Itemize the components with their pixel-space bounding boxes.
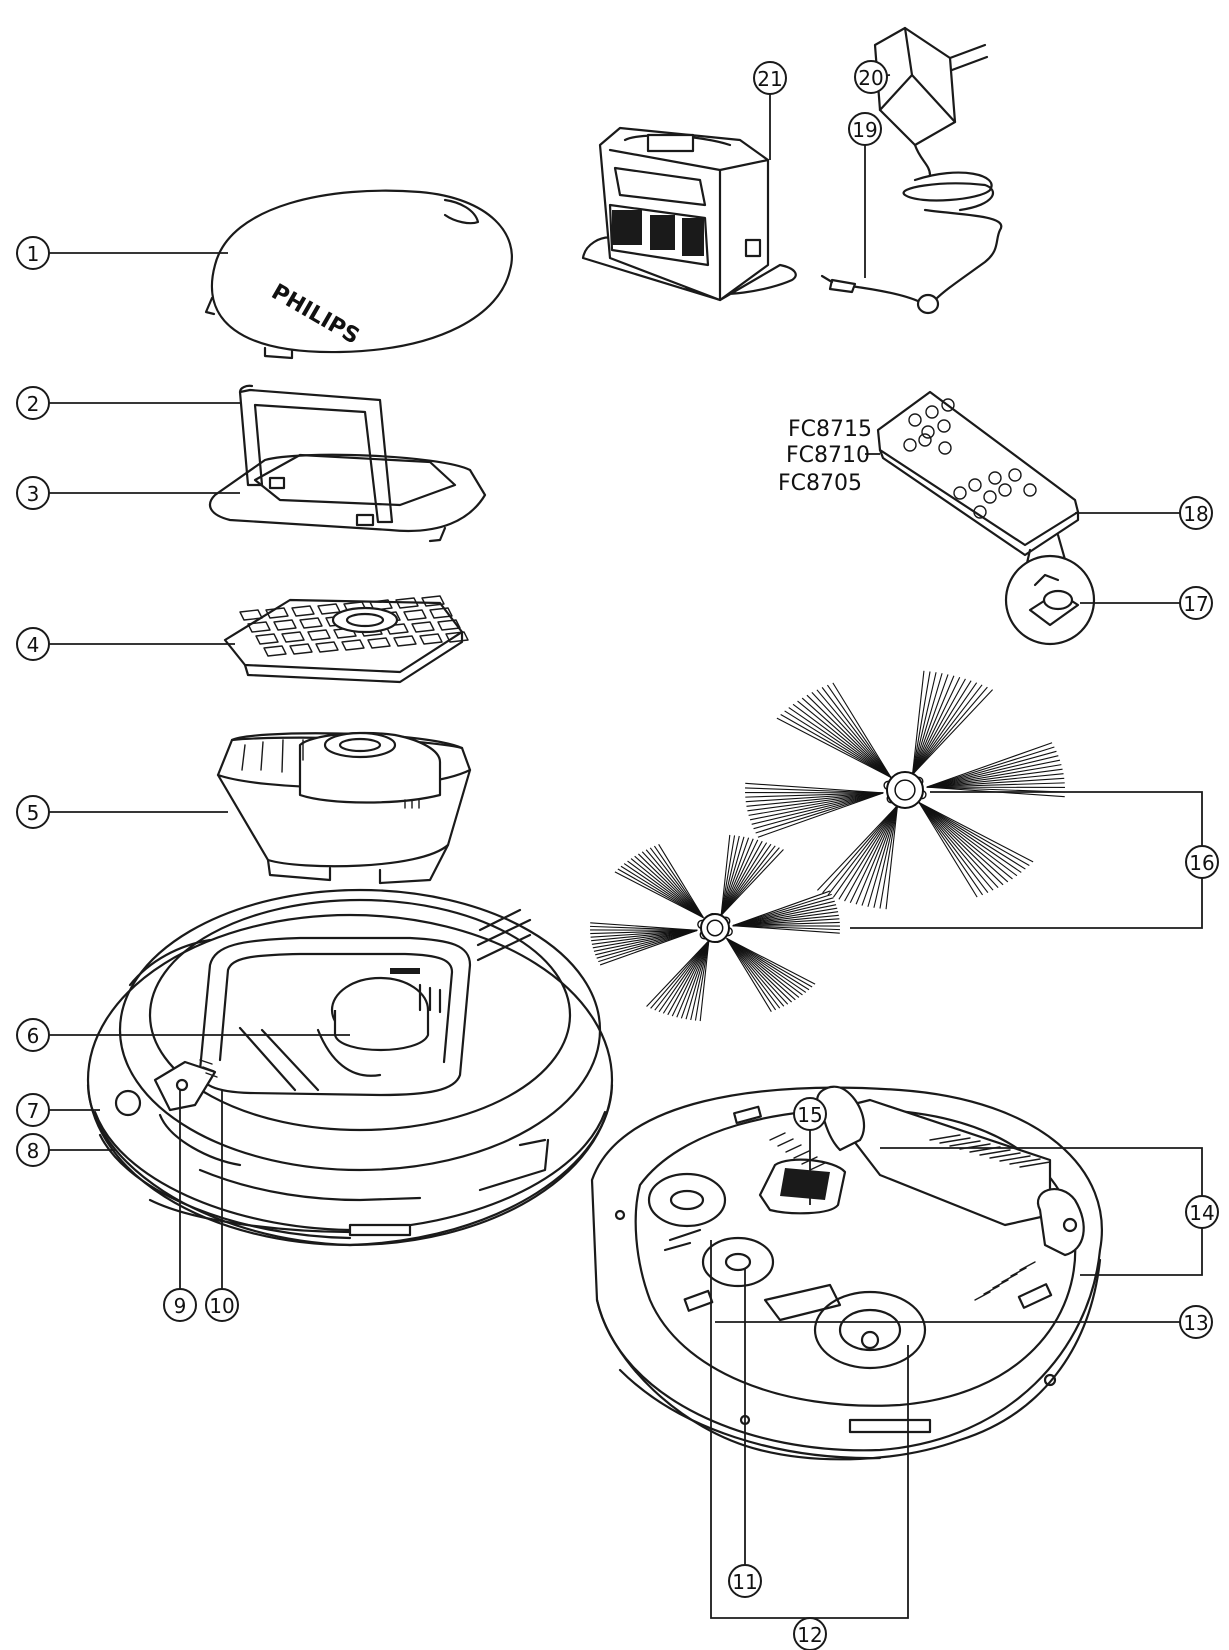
callout-16: 16: [1185, 845, 1219, 879]
callout-6: 6: [16, 1018, 50, 1052]
svg-text:12: 12: [797, 1623, 822, 1647]
model-label-2: FC8710: [786, 443, 870, 468]
callout-21: 21: [753, 61, 787, 95]
svg-text:6: 6: [27, 1024, 40, 1048]
svg-text:5: 5: [27, 801, 40, 825]
robot-top-view: [86, 888, 614, 1247]
dust-container: [216, 731, 472, 885]
svg-text:2: 2: [27, 392, 40, 416]
callout-11: 11: [728, 1564, 762, 1598]
svg-text:7: 7: [27, 1099, 40, 1123]
robot-bottom-view: [590, 1085, 1103, 1461]
svg-text:15: 15: [797, 1103, 822, 1127]
remote-control: [876, 390, 1096, 646]
svg-text:4: 4: [27, 633, 40, 657]
callout-19: 19: [848, 112, 882, 146]
callout-7: 7: [16, 1093, 50, 1127]
svg-text:14: 14: [1189, 1201, 1214, 1225]
callout-18: 18: [1179, 496, 1213, 530]
callout-4: 4: [16, 627, 50, 661]
side-brushes: [589, 670, 1065, 1022]
callout-8: 8: [16, 1133, 50, 1167]
svg-text:3: 3: [27, 482, 40, 506]
dust-container-lid: [208, 453, 487, 543]
callout-9: 9: [163, 1288, 197, 1322]
power-adapter: [820, 26, 1003, 315]
callout-10: 10: [205, 1288, 239, 1322]
callout-2: 2: [16, 386, 50, 420]
docking-station: [581, 126, 797, 302]
top-cover: PHILIPS: [204, 189, 513, 360]
svg-text:18: 18: [1183, 502, 1208, 526]
svg-text:1: 1: [27, 242, 40, 266]
model-label-1: FC8715: [788, 417, 872, 442]
svg-text:19: 19: [852, 118, 877, 142]
svg-text:13: 13: [1183, 1311, 1208, 1335]
callout-3: 3: [16, 476, 50, 510]
svg-text:16: 16: [1189, 851, 1214, 875]
callout-5: 5: [16, 795, 50, 829]
carry-handle: [238, 384, 394, 527]
svg-text:17: 17: [1183, 592, 1208, 616]
callout-14: 14: [1185, 1195, 1219, 1229]
filter: [223, 595, 469, 684]
callout-20: 20: [854, 60, 888, 94]
callout-15: 15: [793, 1097, 827, 1131]
callout-markers: 1 2 3 4 5 6 7 8 9 10 11 12 13 14 15 16 1…: [16, 60, 1219, 1650]
svg-text:8: 8: [27, 1139, 40, 1163]
svg-text:11: 11: [732, 1570, 757, 1594]
svg-text:21: 21: [757, 67, 782, 91]
callout-1: 1: [16, 236, 50, 270]
callout-17: 17: [1179, 586, 1213, 620]
svg-text:10: 10: [209, 1294, 234, 1318]
svg-text:9: 9: [174, 1294, 187, 1318]
svg-text:20: 20: [858, 66, 883, 90]
callout-13: 13: [1179, 1305, 1213, 1339]
model-labels: FC8715 FC8710 FC8705: [778, 417, 872, 496]
callout-12: 12: [793, 1617, 827, 1650]
model-label-3: FC8705: [778, 471, 862, 496]
